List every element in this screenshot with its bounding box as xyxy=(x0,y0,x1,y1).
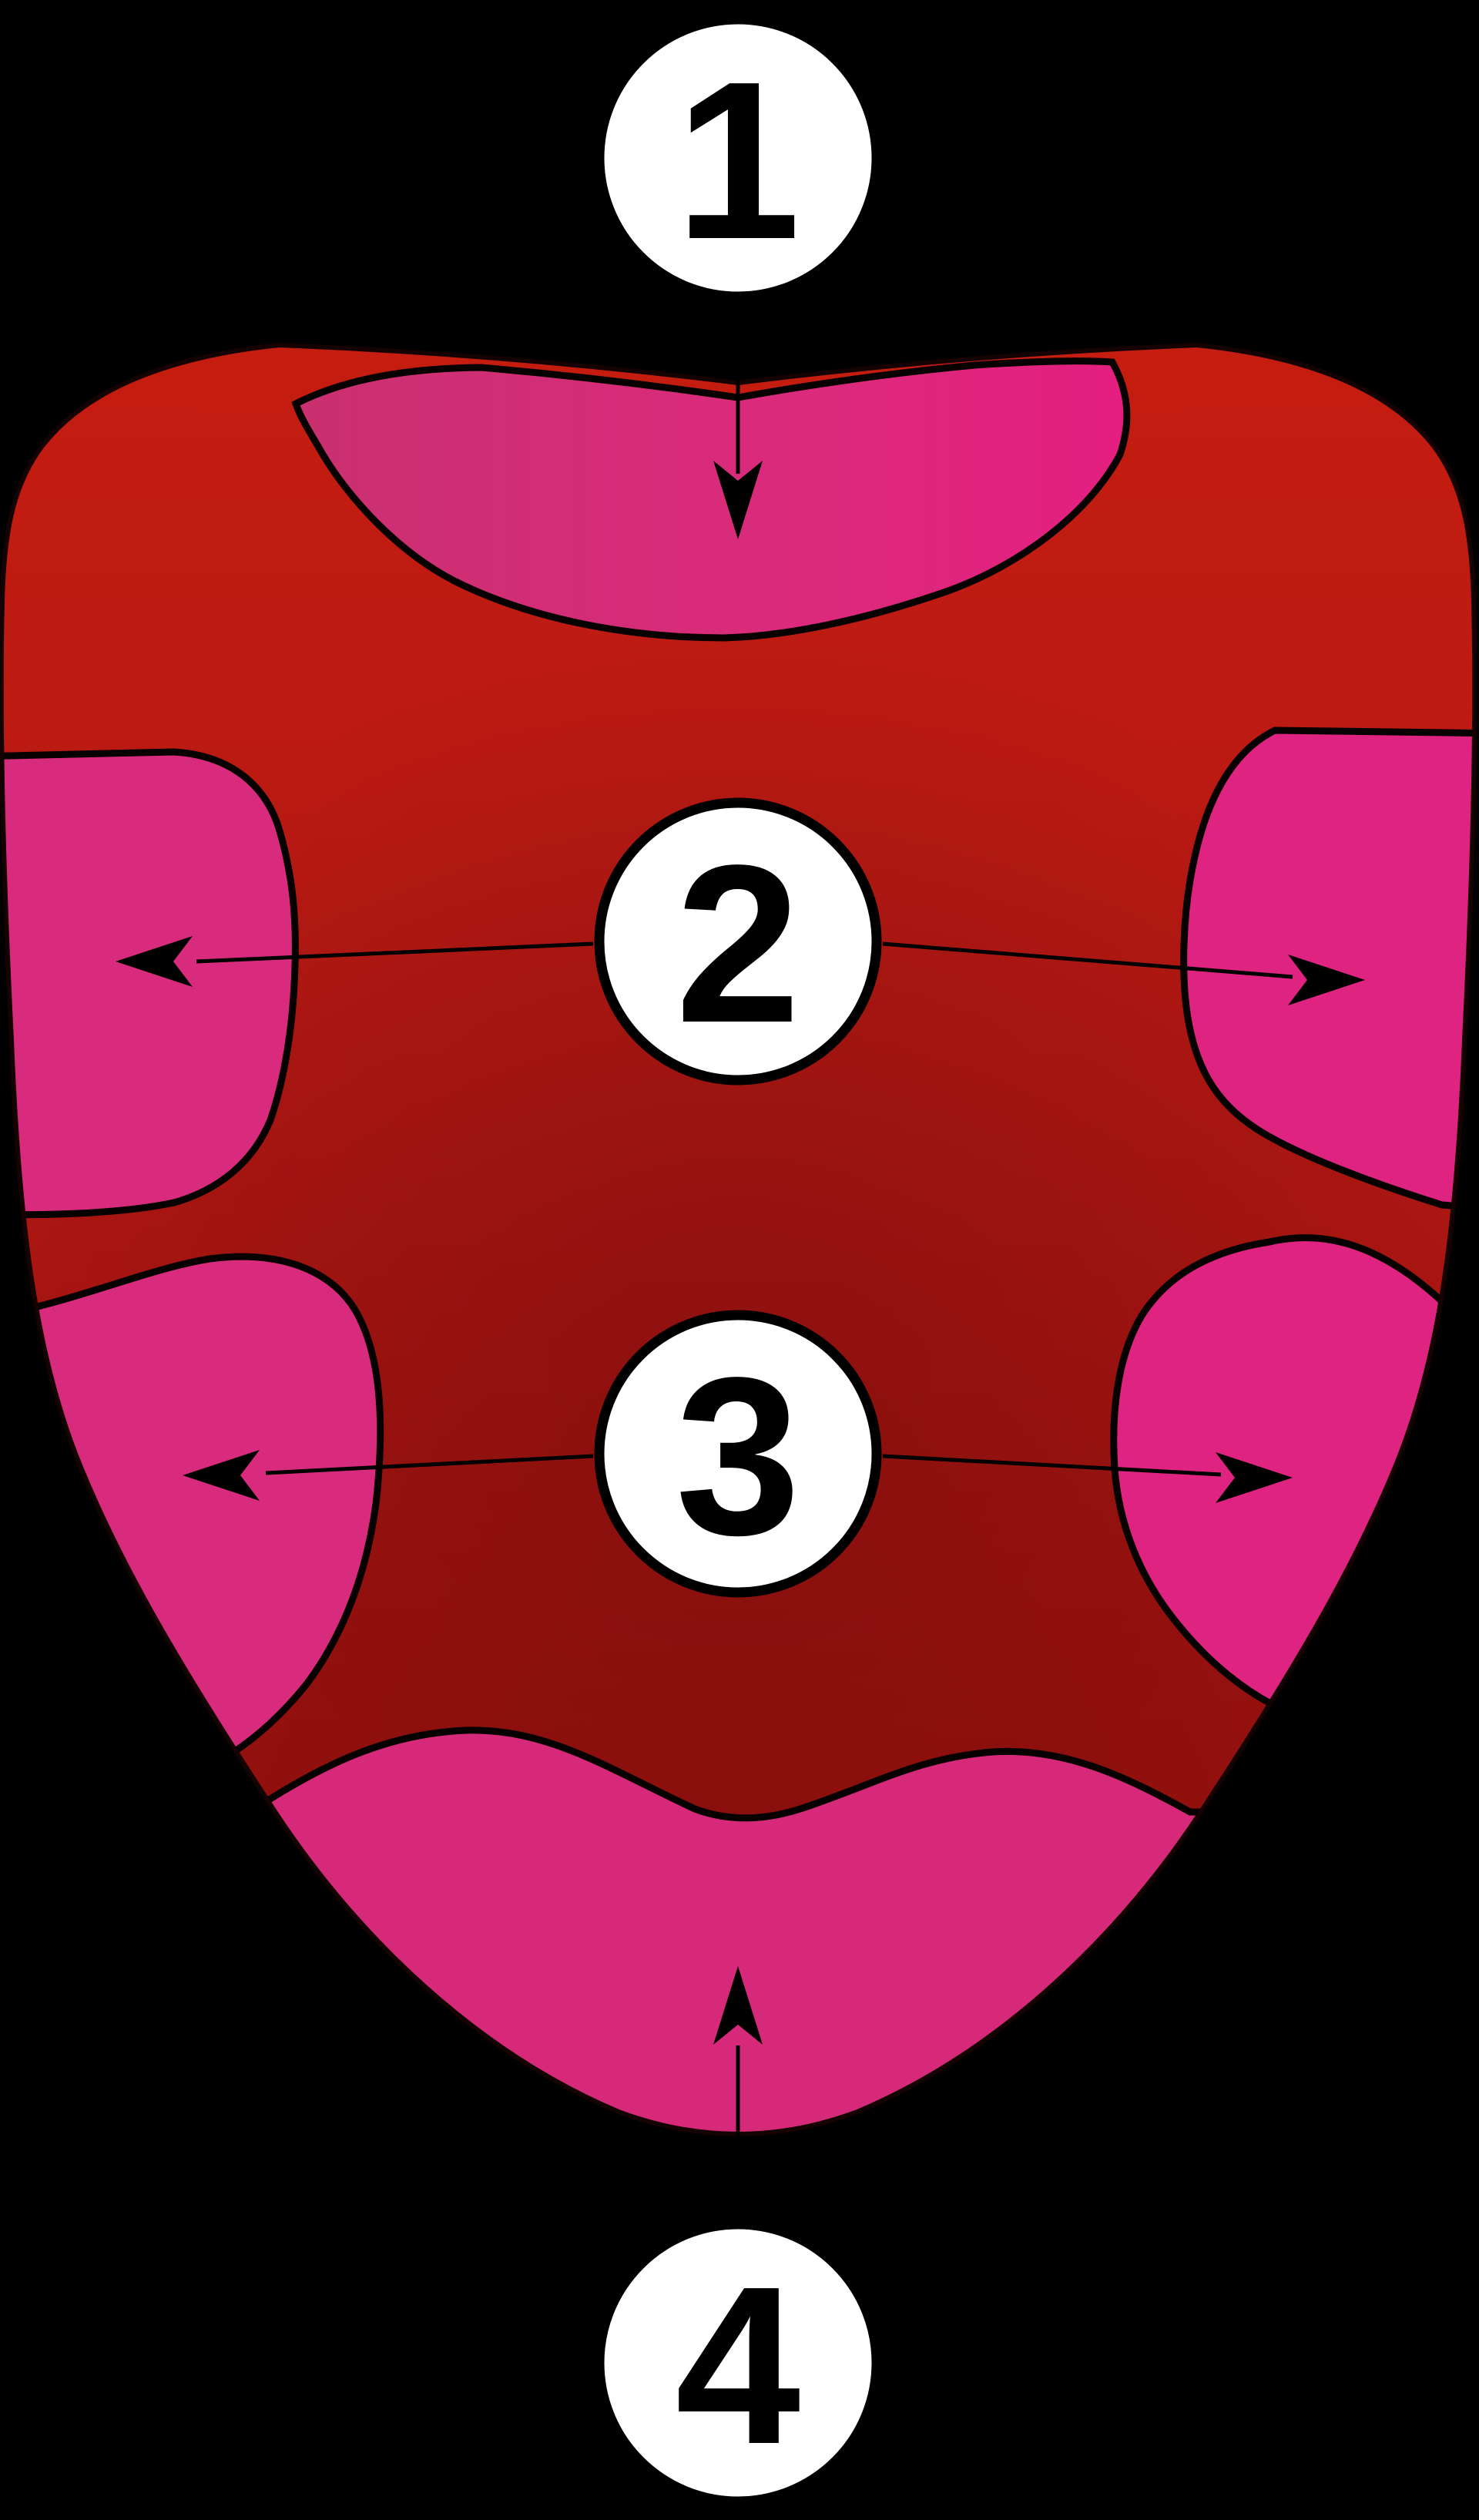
region-2-right-patch xyxy=(1180,726,1475,1213)
marker-number-1: 1 xyxy=(676,35,800,286)
arrow-right-icon-region3 xyxy=(882,1452,1293,1503)
marker-circle-3 xyxy=(594,1310,882,1598)
tongue-body-shading xyxy=(1,345,1475,2134)
marker-number-4: 4 xyxy=(676,2240,802,2491)
region-1-front-band xyxy=(291,357,1131,642)
marker-number-3: 3 xyxy=(676,1330,800,1582)
arrow-left-icon-region2 xyxy=(116,936,594,987)
marker-number-2: 2 xyxy=(676,818,800,1069)
marker-circle-2 xyxy=(594,797,882,1086)
region-2-left-patch xyxy=(1,748,299,1219)
tongue-outline xyxy=(0,342,1477,2137)
marker-circle-4 xyxy=(594,2219,882,2507)
arrow-left-icon-region3 xyxy=(183,1450,594,1501)
arrow-right-icon-region2 xyxy=(882,941,1365,1005)
arrow-up-icon xyxy=(713,1966,763,2219)
arrow-down-icon xyxy=(713,304,763,539)
marker-circle-1 xyxy=(594,14,882,302)
